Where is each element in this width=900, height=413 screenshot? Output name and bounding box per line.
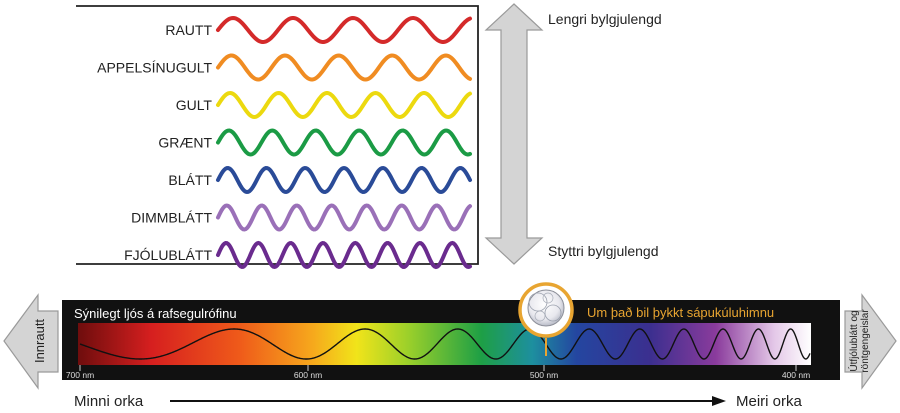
tick-label-400: 400 nm [782,370,810,380]
tick-label-700: 700 nm [66,370,94,380]
wave-6 [216,203,472,232]
more-energy-label: Meiri orka [736,393,803,410]
infrared-arrow [3,293,59,390]
wave-label-5: BLÁTT [168,172,212,188]
wave-1 [216,15,472,45]
wave-label-3: GULT [176,97,213,113]
visible-spectrum-gradient [78,323,811,365]
less-energy-label: Minni orka [74,393,144,410]
tick-label-500: 500 nm [530,370,558,380]
wave-label-2: APPELSÍNUGULT [97,60,212,76]
wavelength-double-arrow [484,3,544,265]
ultraviolet-label-line2: röntgengeislar [860,309,871,373]
wave-label-7: FJÓLUBLÁTT [124,247,212,263]
callout-label: Um það bil þykkt sápukúluhimnu [587,305,774,320]
wave-label-1: RAUTT [165,22,212,38]
wave-list: RAUTT APPELSÍNUGULT GULT GRÆNT BLÁTT DIMMBLÁT… [97,15,472,270]
ultraviolet-label-line1: Útfjólublátt og [847,310,860,371]
ultraviolet-xray-arrow [844,293,897,390]
wave-4 [216,128,472,157]
wave-2 [216,53,472,82]
infrared-label: Innrautt [32,319,47,363]
longer-wavelength-label: Lengri bylgjulengd [548,11,662,27]
spectrum-wave [79,328,811,360]
wave-3 [216,90,472,120]
energy-arrow-head [712,396,726,406]
wave-label-6: DIMMBLÁTT [131,210,212,226]
shorter-wavelength-label: Styttri bylgjulengd [548,243,659,259]
tick-label-600: 600 nm [294,370,322,380]
soap-bubble-icon [527,289,565,327]
wave-5 [216,165,472,195]
spectrum-title: Sýnilegt ljós á rafsegulrófinu [74,306,237,321]
wave-label-4: GRÆNT [158,135,212,151]
spectrum-axis: 700 nm 600 nm 500 nm 400 nm [66,365,810,380]
wave-7 [216,240,472,270]
